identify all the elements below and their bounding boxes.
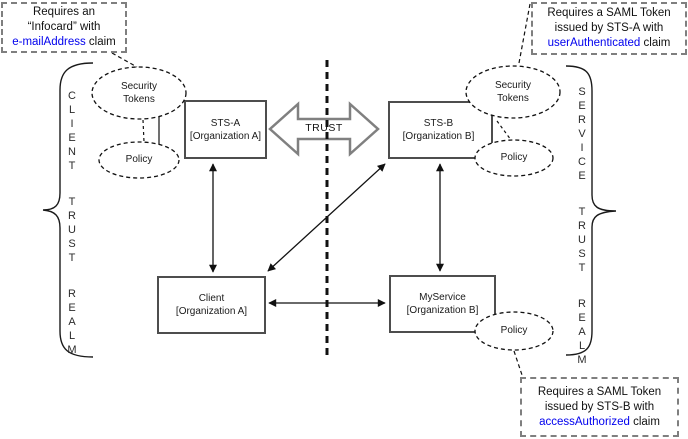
ellipse-text: Security: [120, 81, 158, 92]
ellipse-text: Policy: [500, 152, 528, 163]
tokens-policy-connector-right-dashed: [496, 120, 512, 141]
client-box: [157, 276, 266, 334]
ellipse-text: Policy: [500, 325, 528, 336]
policy-label-right: Policy: [474, 151, 554, 164]
trust-arrow-label: TRUST: [305, 122, 343, 134]
claim-name: e-mailAddress: [12, 36, 86, 48]
left-realm-brace: [42, 62, 94, 358]
sts-b-token-callout-connector: [513, 350, 524, 379]
ellipse-text: Security: [494, 80, 532, 91]
policy-ellipse-right: [474, 139, 554, 177]
policy-label-service: Policy: [474, 324, 554, 337]
ellipse-text: Policy: [125, 154, 153, 165]
node-name: Client: [198, 293, 225, 304]
policy-label-left: Policy: [99, 153, 179, 166]
client-label: Client [Organization A]: [158, 277, 265, 333]
claim-suffix: claim: [640, 37, 671, 49]
callout-line: issued by STS-B with: [544, 400, 655, 413]
node-name: STS-A: [210, 117, 241, 129]
node-org: [Organization A]: [189, 130, 262, 142]
trust-block-arrow: [268, 101, 380, 157]
client-trust-realm-label: CLIENT TRUST REALM: [66, 90, 78, 358]
infocard-requirement-callout: Requires an “Infocard” with e-mailAddres…: [1, 2, 127, 53]
callout-line: issued by STS-A with: [554, 22, 664, 34]
callout-line: userAuthenticated claim: [534, 36, 684, 51]
callout-line: Requires a SAML Token: [547, 7, 671, 19]
sts-b-box: [388, 101, 493, 159]
sts-a-token-callout-connector: [518, 3, 531, 64]
security-tokens-label-right: Security Tokens: [468, 79, 558, 105]
right-realm-brace: [565, 65, 617, 356]
claim-suffix: claim: [629, 415, 660, 428]
node-name: STS-B: [423, 118, 454, 129]
claim-name: userAuthenticated: [547, 37, 641, 49]
callout-line: Requires an: [32, 6, 95, 18]
sts-b-label: STS-B [Organization B]: [389, 102, 488, 158]
infocard-callout-connector: [111, 52, 138, 68]
myservice-box: [389, 275, 496, 333]
sts-a-token-requirement-callout: Requires a SAML Token issued by STS-A wi…: [531, 2, 687, 55]
sts-a-box: [184, 100, 267, 159]
myservice-label: MyService [Organization B]: [390, 276, 495, 332]
service-trust-realm-label: SERVICE TRUST REALM: [576, 86, 588, 368]
security-tokens-ellipse-right: [465, 65, 561, 119]
callout-line: “Infocard” with: [27, 21, 101, 33]
node-org: [Organization A]: [175, 306, 248, 317]
callout-line: accessAuthorized claim: [523, 415, 676, 430]
sts-a-label: STS-A [Organization A]: [185, 101, 266, 158]
node-org: [Organization B]: [406, 305, 479, 316]
callout-line: e-mailAddress claim: [4, 35, 124, 50]
claim-name: accessAuthorized: [539, 415, 630, 428]
node-org: [Organization B]: [402, 131, 475, 142]
node-name: MyService: [419, 292, 466, 303]
security-tokens-label-left: Security Tokens: [94, 80, 184, 106]
callout-line: Requires a SAML Token: [537, 385, 662, 398]
policy-ellipse-service: [474, 311, 554, 351]
ellipse-text: Tokens: [123, 94, 155, 105]
policy-ellipse-left: [98, 141, 180, 179]
security-tokens-ellipse-left: [91, 66, 187, 120]
tokens-policy-connector-left-dashed: [142, 119, 145, 143]
claim-suffix: claim: [85, 36, 116, 48]
sts-b-token-requirement-callout: Requires a SAML Token issued by STS-B wi…: [520, 377, 679, 437]
ellipse-text: Tokens: [497, 93, 529, 104]
